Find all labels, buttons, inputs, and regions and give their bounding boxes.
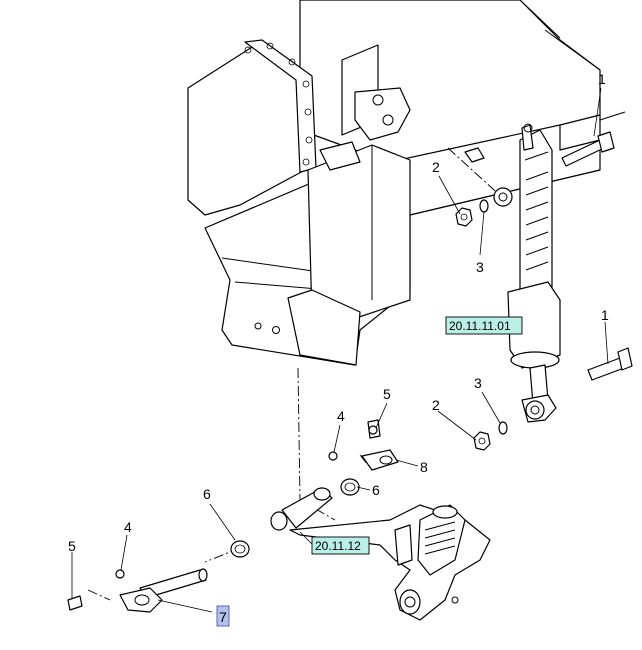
washer-lower bbox=[498, 421, 508, 435]
bushing-pin bbox=[464, 147, 485, 163]
hydraulic-cylinder bbox=[493, 123, 561, 405]
callout-6-right: 6 bbox=[372, 482, 380, 498]
callout-3-lower: 3 bbox=[474, 375, 482, 391]
pivot-pin-7 bbox=[119, 568, 208, 613]
nut-4-upper bbox=[328, 451, 338, 461]
callout-3-upper: 3 bbox=[476, 259, 484, 275]
callout-4-upper: 4 bbox=[337, 408, 345, 424]
section-ref-cylinder-box bbox=[445, 316, 523, 335]
bolt-upper bbox=[561, 131, 615, 167]
bolt-lower bbox=[587, 347, 633, 381]
nut-upper bbox=[455, 207, 473, 227]
callout-8: 8 bbox=[420, 459, 428, 475]
callout-5-upper: 5 bbox=[383, 386, 391, 402]
frame-body bbox=[187, 0, 626, 366]
callout-2-lower: 2 bbox=[432, 397, 440, 413]
spring-coils bbox=[424, 521, 456, 555]
section-ref-link[interactable]: 20.11.12 bbox=[311, 536, 370, 555]
section-ref-cylinder-label[interactable]: 20.11.11.01 bbox=[449, 319, 511, 333]
section-ref-link-box bbox=[311, 536, 370, 555]
callout-labels: 1 1 2 2 3 3 4 4 5 5 6 6 8 bbox=[68, 71, 609, 554]
callout-4-lower: 4 bbox=[124, 519, 132, 535]
rod-eye bbox=[521, 394, 557, 423]
section-ref-cylinder[interactable]: 20.11.11.01 bbox=[445, 316, 523, 335]
cylinder-rings bbox=[525, 171, 549, 271]
bushing-6-lower bbox=[230, 540, 250, 558]
callout-7[interactable]: 7 bbox=[219, 609, 227, 625]
callout-7-highlight bbox=[216, 605, 230, 627]
bolt-5-lower bbox=[67, 595, 83, 611]
bushing-6-upper bbox=[340, 478, 360, 496]
callout-1-lower: 1 bbox=[601, 307, 609, 323]
nut-4-lower bbox=[115, 569, 125, 579]
nut-lower bbox=[473, 431, 491, 451]
callout-2-upper: 2 bbox=[432, 159, 440, 175]
lock-plate-8 bbox=[361, 449, 399, 471]
bolt-5-upper bbox=[367, 419, 381, 439]
callout-5-lower: 5 bbox=[68, 538, 76, 554]
plate-bolts bbox=[244, 42, 313, 166]
washer-upper bbox=[479, 199, 489, 213]
callout-1-upper: 1 bbox=[598, 71, 606, 87]
lower-link bbox=[270, 487, 491, 621]
callout-7-selected[interactable]: 7 bbox=[216, 605, 230, 627]
callout-6-left: 6 bbox=[203, 486, 211, 502]
section-ref-link-label[interactable]: 20.11.12 bbox=[315, 539, 361, 553]
